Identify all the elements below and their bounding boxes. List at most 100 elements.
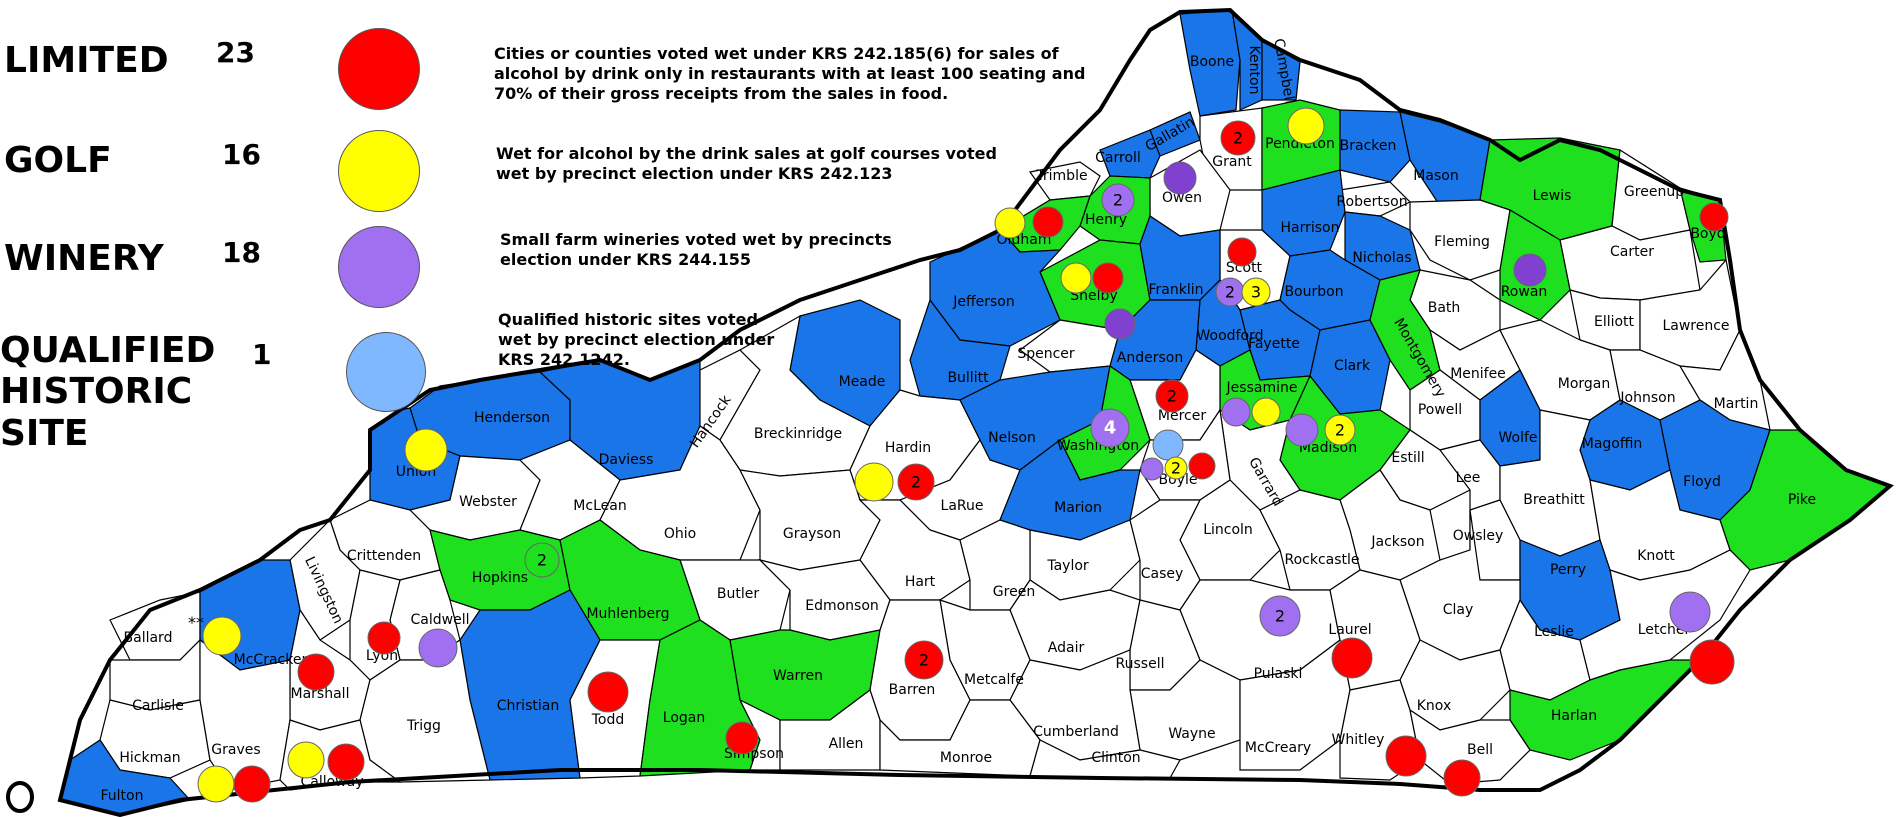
county-label-knott: Knott bbox=[1637, 548, 1675, 564]
county-label-fayette: Fayette bbox=[1248, 336, 1300, 352]
marker-winery-rowan[interactable] bbox=[1513, 253, 1547, 287]
legend-label-limited: LIMITED bbox=[4, 40, 169, 81]
county-label-russell: Russell bbox=[1116, 656, 1165, 672]
county-label-warren: Warren bbox=[773, 668, 823, 684]
marker-limited-todd[interactable] bbox=[587, 671, 629, 713]
county-label-bracken: Bracken bbox=[1340, 138, 1397, 154]
marker-winery-madison[interactable] bbox=[1285, 413, 1319, 447]
county-label-rockcastle: Rockcastle bbox=[1284, 552, 1359, 568]
county-label-menifee: Menifee bbox=[1450, 366, 1506, 382]
marker-dot bbox=[1101, 183, 1135, 217]
marker-winery-jessamine[interactable] bbox=[1221, 397, 1251, 427]
marker-limited-hardin[interactable]: 2 bbox=[897, 463, 935, 501]
marker-limited-calloway[interactable] bbox=[327, 743, 365, 781]
county-fleming[interactable] bbox=[1409, 199, 1511, 281]
marker-golf-boyle[interactable]: 2 bbox=[1164, 456, 1188, 480]
county-label-lewis: Lewis bbox=[1533, 188, 1572, 204]
county-mason[interactable] bbox=[1399, 111, 1491, 207]
marker-limited-laurel[interactable] bbox=[1331, 637, 1373, 679]
marker-limited-scott[interactable] bbox=[1227, 237, 1257, 267]
marker-dot bbox=[327, 743, 365, 781]
county-label-monroe: Monroe bbox=[940, 750, 992, 766]
marker-golf-madison[interactable]: 2 bbox=[1324, 414, 1356, 446]
marker-dot bbox=[1285, 413, 1319, 447]
county-label-webster: Webster bbox=[459, 494, 517, 510]
marker-limited-mercer[interactable]: 2 bbox=[1155, 379, 1189, 413]
county-carter[interactable] bbox=[1559, 225, 1701, 301]
marker-dot bbox=[1221, 397, 1251, 427]
marker-limited-grant[interactable]: 2 bbox=[1220, 120, 1256, 156]
marker-golf-hardin[interactable] bbox=[854, 462, 894, 502]
county-label-breckinridge: Breckinridge bbox=[754, 426, 842, 442]
county-label-taylor: Taylor bbox=[1046, 558, 1089, 574]
marker-limited-graves[interactable] bbox=[233, 765, 271, 803]
county-label-morgan: Morgan bbox=[1558, 376, 1611, 392]
marker-winery-washington[interactable]: 4 bbox=[1090, 408, 1130, 448]
marker-count: 2 bbox=[1225, 283, 1235, 302]
county-label-owen: Owen bbox=[1162, 190, 1202, 206]
marker-limited-lyon[interactable] bbox=[367, 621, 401, 655]
marker-golf-scott[interactable]: 3 bbox=[1241, 277, 1271, 307]
marker-limited-barren[interactable]: 2 bbox=[904, 640, 944, 680]
marker-golf-graves[interactable] bbox=[197, 765, 235, 803]
marker-limited-shelby[interactable] bbox=[1092, 262, 1124, 294]
marker-dot bbox=[1669, 591, 1711, 633]
marker-limited-marshall[interactable] bbox=[297, 653, 335, 691]
marker-limited-boyd[interactable] bbox=[1699, 202, 1729, 232]
marker-dot bbox=[1324, 414, 1356, 446]
marker-limited-simpson[interactable] bbox=[725, 721, 759, 755]
marker-dot bbox=[1220, 120, 1256, 156]
county-label-caldwell: Caldwell bbox=[411, 612, 470, 628]
marker-dot bbox=[1090, 408, 1130, 448]
marker-winery-owen[interactable] bbox=[1163, 161, 1197, 195]
marker-historic-boyle[interactable] bbox=[1152, 429, 1184, 461]
county-label-hart: Hart bbox=[905, 574, 936, 590]
marker-dot bbox=[1188, 452, 1216, 480]
county-label-jessamine: Jessamine bbox=[1226, 380, 1298, 396]
marker-limited-oldham[interactable] bbox=[1032, 206, 1064, 238]
marker-limited-letcher[interactable] bbox=[1689, 639, 1735, 685]
marker-limited-whitley[interactable] bbox=[1385, 735, 1427, 777]
marker-dot bbox=[1104, 308, 1136, 340]
county-ballard[interactable] bbox=[109, 591, 201, 661]
county-carroll[interactable] bbox=[1099, 129, 1161, 179]
marker-golf-calloway[interactable] bbox=[287, 741, 325, 779]
county-label-todd: Todd bbox=[591, 712, 625, 728]
marker-golf-shelby[interactable] bbox=[1060, 262, 1092, 294]
marker-golf-oldham[interactable] bbox=[994, 207, 1026, 239]
marker-dot bbox=[1092, 262, 1124, 294]
marker-winery-letcher[interactable] bbox=[1669, 591, 1711, 633]
marker-winery-scott[interactable]: 2 bbox=[1215, 277, 1245, 307]
marker-moist-hopkins[interactable]: 2 bbox=[524, 542, 560, 578]
county-label-crittenden: Crittenden bbox=[347, 548, 421, 564]
marker-limited-boyle[interactable] bbox=[1188, 452, 1216, 480]
marker-dot bbox=[1140, 457, 1164, 481]
county-label-trigg: Trigg bbox=[406, 718, 441, 734]
marker-winery-henry[interactable]: 2 bbox=[1101, 183, 1135, 217]
marker-golf-union[interactable] bbox=[404, 428, 448, 472]
marker-winery-caldwell[interactable] bbox=[418, 628, 458, 668]
county-label-greenup: Greenup bbox=[1624, 184, 1684, 200]
marker-limited-bell[interactable] bbox=[1443, 759, 1481, 797]
county-bracken[interactable] bbox=[1339, 109, 1411, 183]
marker-golf-jessamine[interactable] bbox=[1251, 397, 1281, 427]
county-label-lawrence: Lawrence bbox=[1662, 318, 1729, 334]
marker-winery-boyle[interactable] bbox=[1140, 457, 1164, 481]
county-label-bath: Bath bbox=[1428, 300, 1461, 316]
county-label-logan: Logan bbox=[663, 710, 705, 726]
marker-dot bbox=[904, 640, 944, 680]
marker-winery-pulaski[interactable]: 2 bbox=[1259, 595, 1301, 637]
marker-golf-pendleton[interactable] bbox=[1287, 107, 1325, 145]
county-label-floyd: Floyd bbox=[1683, 474, 1721, 490]
county-label-leslie: Leslie bbox=[1534, 624, 1574, 640]
marker-count: 3 bbox=[1251, 283, 1261, 302]
county-label-metcalfe: Metcalfe bbox=[964, 672, 1024, 688]
marker-count: 4 bbox=[1104, 418, 1117, 439]
marker-winery-shelby[interactable] bbox=[1104, 308, 1136, 340]
legend-desc-limited: Cities or counties voted wet under KRS 2… bbox=[494, 44, 1086, 103]
county-label-ballard: Ballard bbox=[124, 630, 173, 646]
county-trimble[interactable] bbox=[1028, 161, 1101, 201]
marker-golf-mccracken[interactable] bbox=[202, 616, 242, 656]
marker-dot bbox=[297, 653, 335, 691]
